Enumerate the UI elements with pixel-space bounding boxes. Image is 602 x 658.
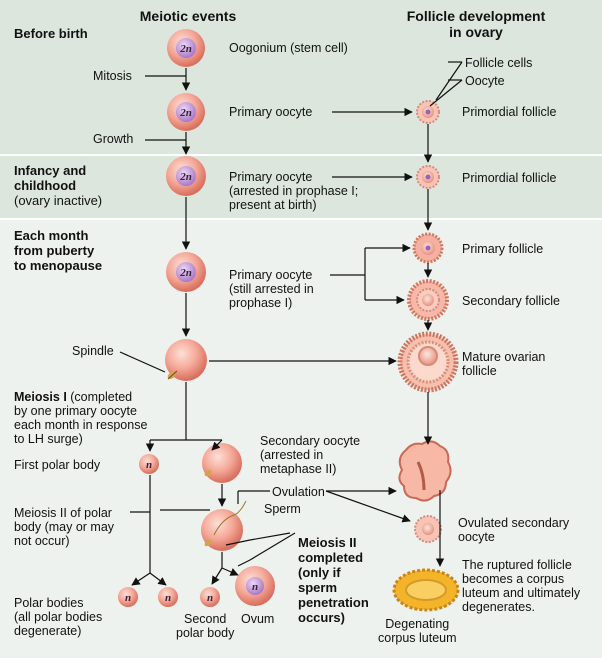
primary-follicle (412, 232, 444, 264)
ruptured-follicle (398, 440, 452, 502)
mature-follicle (397, 331, 459, 393)
label-oogonium: Oogonium (stem cell) (229, 41, 348, 55)
label-ovum: Ovum (241, 612, 275, 626)
label-follicle-cells: Follicle cells (465, 56, 533, 70)
corpus-luteum (392, 568, 460, 612)
label-meiosis2-polar: Meiosis II of polar body (may or may not… (14, 506, 115, 548)
first-polar-body: n (139, 454, 159, 474)
label-meiosis1-rest: (completed by one primary oocyte each mo… (14, 390, 148, 446)
primary-oocyte-cell-1: 2n (167, 93, 205, 131)
secondary-follicle (407, 279, 449, 321)
label-secondary-follicle: Secondary follicle (462, 294, 560, 308)
primary-oocyte-cell-2: 2n (166, 156, 206, 196)
label-ovulated-secondary-oocyte: Ovulated secondary oocyte (458, 516, 570, 544)
section-monthly: Each month from puberty to menopause (14, 228, 103, 273)
svg-text:n: n (125, 592, 131, 604)
ovum-cell: n (235, 566, 275, 606)
label-primordial-follicle-2: Primordial follicle (462, 171, 557, 185)
label-primordial-follicle-1: Primordial follicle (462, 105, 557, 119)
section-infancy-sub: (ovary inactive) (14, 193, 103, 208)
label-primary-follicle: Primary follicle (462, 242, 544, 256)
label-ruptured-follicle: The ruptured follicle becomes a corpus l… (462, 558, 581, 614)
label-oocyte: Oocyte (465, 74, 505, 88)
label-primary-oocyte-3: Primary oocyte (still arrested in propha… (229, 268, 314, 310)
label-meiosis1: Meiosis I (completed by one primary oocy… (14, 390, 179, 446)
svg-text:2n: 2n (179, 43, 192, 55)
primordial-follicle-1 (416, 100, 440, 124)
svg-text:2n: 2n (179, 267, 192, 279)
label-growth: Growth (93, 132, 134, 146)
primordial-follicle-2 (416, 165, 440, 189)
label-degenerating-corpus-luteum: Degenating corpus luteum (378, 617, 457, 645)
header-meiotic-events: Meiotic events (139, 8, 237, 24)
label-primary-oocyte-2: Primary oocyte (arrested in prophase I; … (229, 170, 359, 212)
header-follicle-development: Follicle development in ovary (406, 8, 546, 40)
label-secondary-oocyte: Secondary oocyte (arrested in metaphase … (260, 434, 361, 476)
oogonium-cell: 2n (167, 29, 205, 67)
svg-text:n: n (165, 592, 171, 604)
label-first-polar-body: First polar body (14, 458, 101, 472)
svg-text:n: n (207, 592, 213, 604)
second-polar-body: n (200, 587, 220, 607)
ovulated-secondary-oocyte (414, 515, 442, 543)
secondary-oocyte-cell (202, 443, 242, 483)
polar-body-a: n (118, 587, 138, 607)
sperm-entry-cell (201, 500, 247, 551)
section-infancy-title: Infancy and childhood (14, 163, 87, 193)
band-infancy (0, 156, 602, 218)
label-spindle: Spindle (72, 344, 114, 358)
label-mature-follicle: Mature ovarian follicle (462, 350, 546, 378)
meiosis1-cell (165, 339, 207, 381)
svg-text:2n: 2n (179, 107, 192, 119)
band-before-birth (0, 0, 602, 154)
label-mitosis: Mitosis (93, 69, 132, 83)
svg-text:n: n (252, 581, 258, 593)
section-before-birth: Before birth (14, 26, 88, 41)
label-meiosis1-bold: Meiosis I (14, 390, 67, 404)
label-meiosis2-completed: Meiosis II completed (only if sperm pene… (298, 535, 369, 625)
label-second-polar-body: Second polar body (176, 612, 235, 640)
primary-oocyte-cell-3: 2n (166, 252, 206, 292)
svg-text:n: n (146, 459, 152, 471)
label-polar-bodies: Polar bodies (all polar bodies degenerat… (14, 596, 103, 638)
label-ovulation: Ovulation (272, 485, 325, 499)
label-primary-oocyte-1: Primary oocyte (229, 105, 313, 119)
label-sperm: Sperm (264, 502, 301, 516)
polar-body-b: n (158, 587, 178, 607)
band-monthly (0, 220, 602, 658)
svg-text:2n: 2n (179, 171, 192, 183)
